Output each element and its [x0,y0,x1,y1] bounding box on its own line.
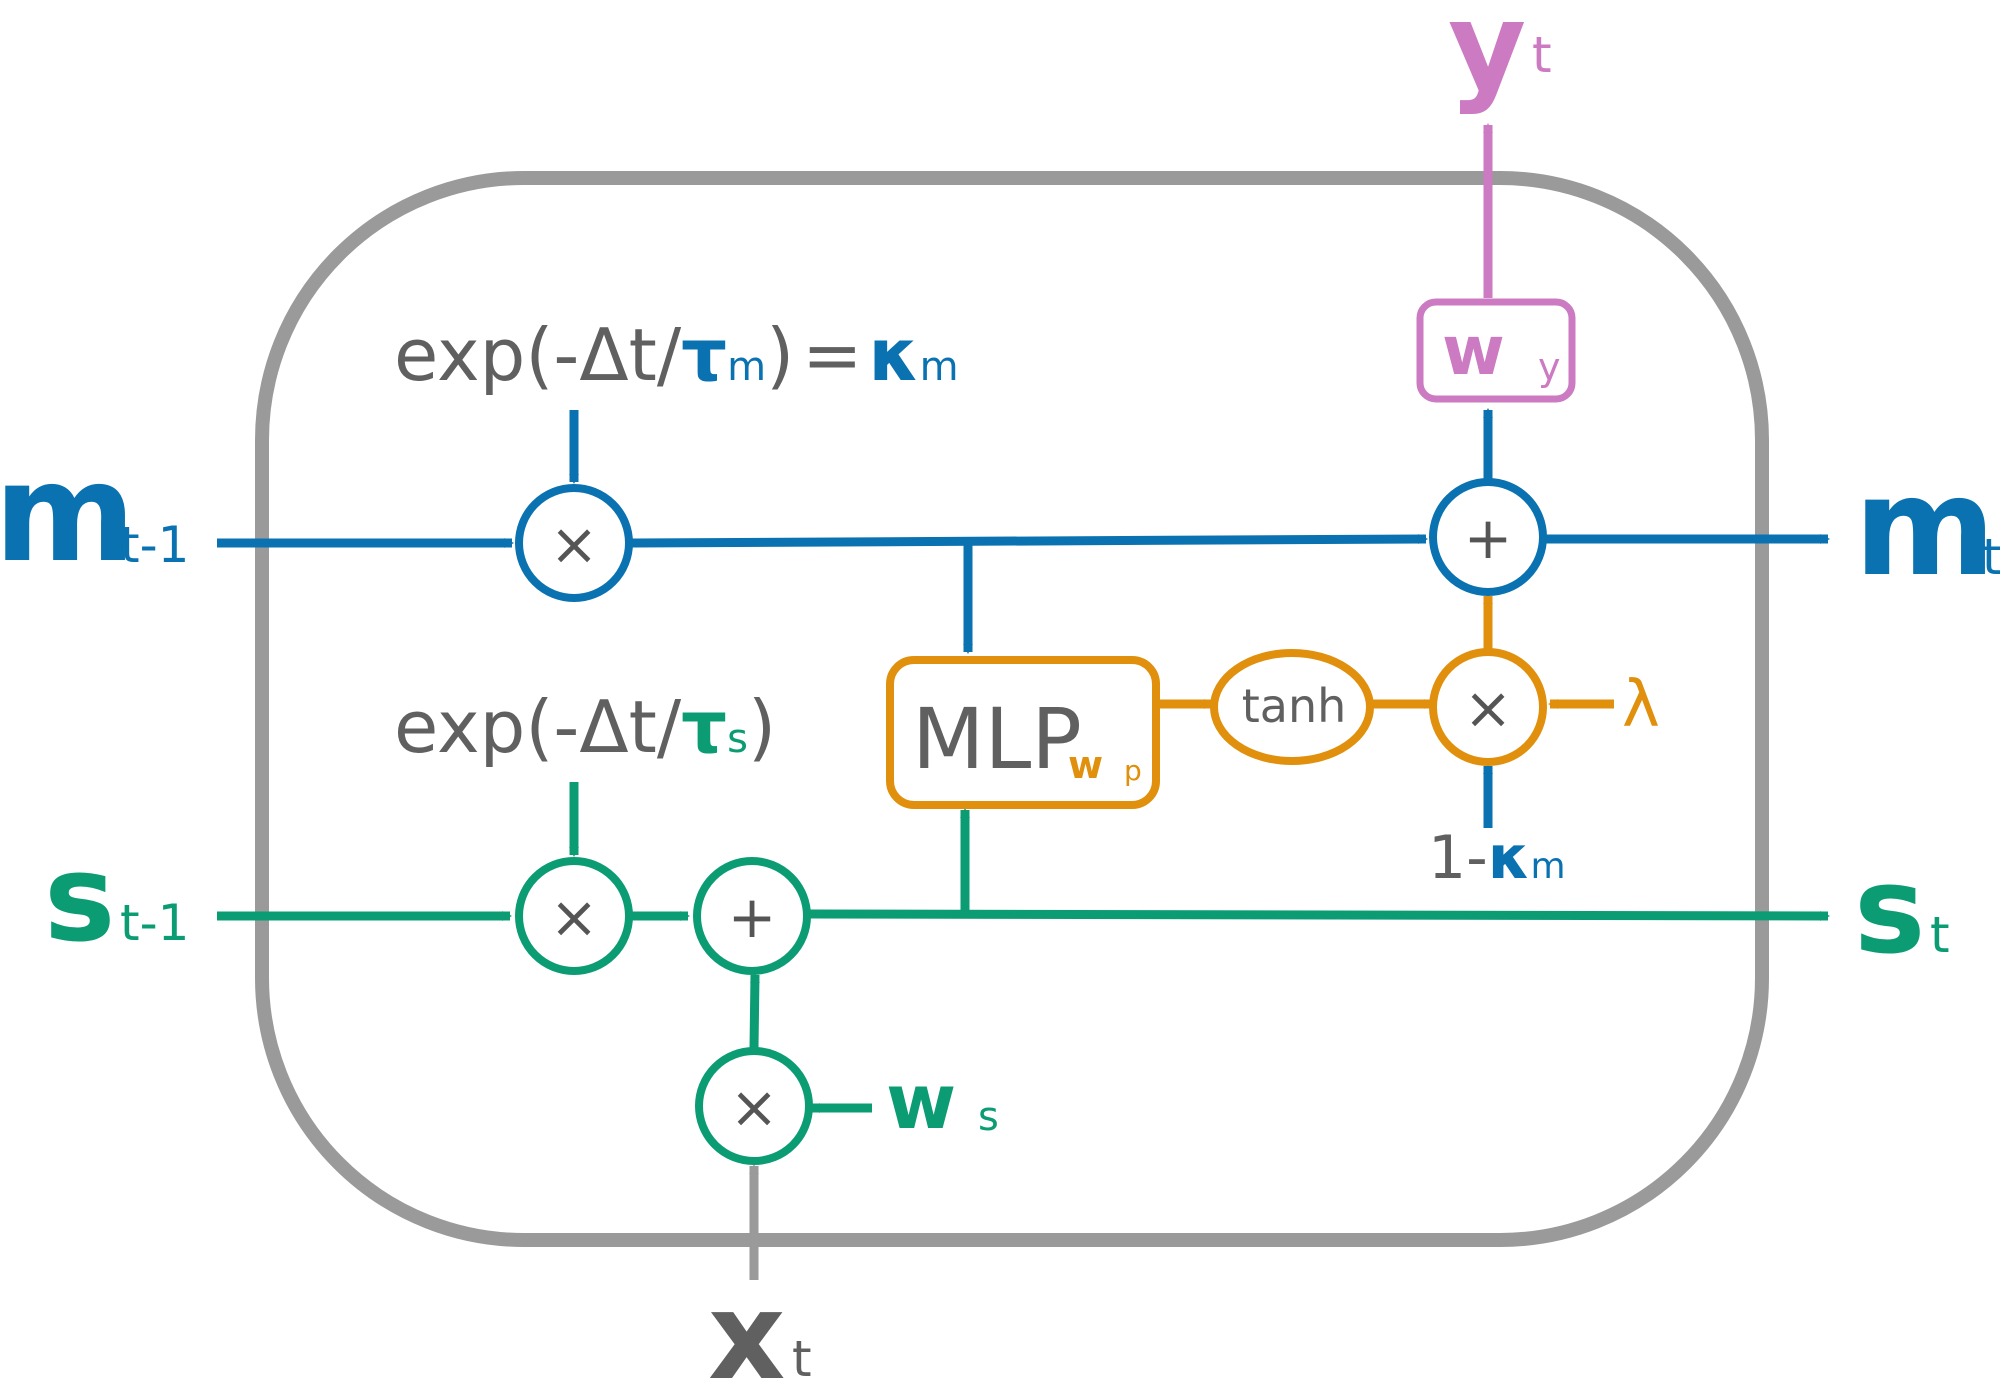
wy-weight-sub: y [1538,345,1561,389]
s-out-label: s t [1854,842,1950,981]
decay-m-close: ) [766,313,794,397]
y-out-sub: t [1532,26,1552,84]
kappa-m-sub: m [920,344,959,390]
decay-s-close: ) [748,685,776,769]
s-out-sub: t [1930,906,1950,964]
kappa: κ [1488,823,1531,893]
s-prev-main: s [44,830,115,969]
add-node-s: + [693,857,811,975]
y-out-main: y [1448,0,1526,117]
multiply-sign: × [1464,674,1513,742]
svg-text:exp(-Δt/τm)=κm: exp(-Δt/τm)=κm [394,313,959,397]
multiply-sign: × [550,510,599,578]
svg-text:exp(-Δt/τs): exp(-Δt/τs) [394,685,776,769]
m-prev-sub: t-1 [120,516,189,574]
add-node-m: + [1429,478,1547,596]
s-prev-label: s t-1 [44,830,189,969]
kappa-m: κ [869,313,920,397]
add-sign: + [728,883,777,951]
multiply-sign: × [550,883,599,951]
cell-boundary [255,171,1769,1247]
s-out-main: s [1854,842,1925,981]
decay-m-prefix: exp(-Δt/ [394,313,682,397]
wy-weight: w [1442,312,1505,391]
tau-m: τ [681,313,727,397]
one-minus-prefix: 1- [1428,823,1488,893]
multiply-node-x: × [695,1047,813,1165]
multiply-node-s: × [515,857,633,975]
decay-s-formula: exp(-Δt/τs) [394,685,776,769]
mlp-block: MLP w p [886,656,1160,809]
m-out-label: m t [1854,449,2000,607]
tau-s-sub: s [727,716,748,762]
multiply-sign: × [730,1073,779,1141]
s-prev-sub: t-1 [120,894,189,952]
m-prev-label: m t-1 [0,435,189,593]
x-main: x [708,1268,785,1378]
x-input-label: x t [708,1268,812,1378]
m-to-add-line [631,534,1428,548]
multiply-node-gate: × [1429,648,1547,766]
ws-weight-sub: s [978,1094,999,1140]
ws-weight: w [886,1057,956,1146]
y-out-label: y t [1448,0,1552,117]
tanh-label: tanh [1242,679,1347,733]
tau-m-sub: m [727,344,766,390]
m-out-main: m [1854,449,1996,607]
m-prev-main: m [0,435,136,593]
tanh-block: tanh [1210,649,1374,765]
tau-s: τ [681,685,727,769]
ws-label: w s [886,1057,999,1146]
mlp-label: MLP [912,690,1082,788]
decay-s-prefix: exp(-Δt/ [394,685,682,769]
add-sign: + [1464,504,1513,572]
s-output-line [809,909,1830,921]
multiply-node-m: × [515,484,633,602]
decay-m-eq: = [802,313,862,397]
mlp-weight: w [1068,743,1103,787]
mlp-weight-sub: p [1124,754,1142,787]
lambda-label: λ [1622,668,1660,742]
svg-text:1-κm: 1-κm [1428,823,1566,893]
x-sub: t [792,1330,812,1378]
decay-m-formula: exp(-Δt/τm)=κm [394,313,959,397]
xws-to-add-arrow [749,973,760,1049]
wy-block: w y [1416,298,1576,403]
kappa-sub: m [1530,846,1565,887]
m-out-sub: t [1982,528,2000,586]
one-minus-kappa-label: 1-κm [1428,823,1566,893]
